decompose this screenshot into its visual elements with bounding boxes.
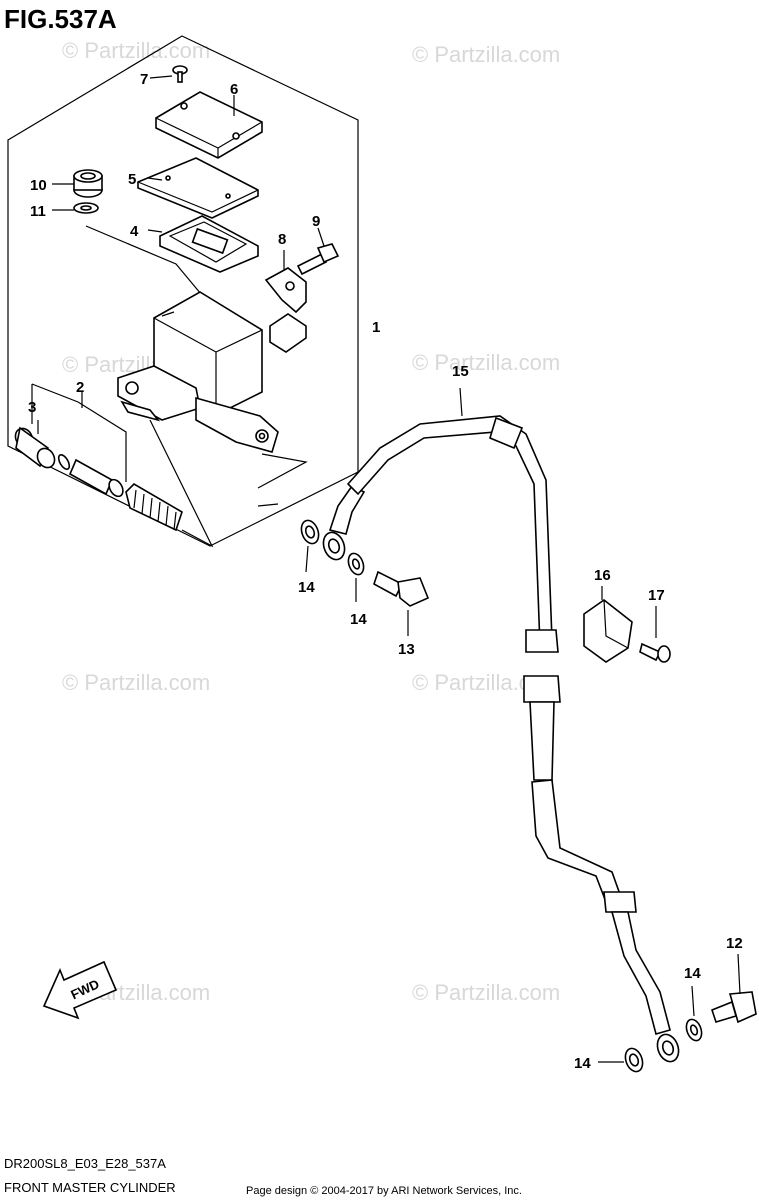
- part-9-bolt[interactable]: [296, 227, 340, 276]
- watermark: © Partzilla.com: [412, 350, 560, 375]
- figure-title: FIG.537A: [4, 4, 117, 34]
- callout-12: 12: [726, 935, 743, 952]
- part-8-clamp[interactable]: [264, 250, 307, 353]
- part-13-banjo-bolt[interactable]: [373, 570, 430, 636]
- watermark: © Partzilla.com: [412, 980, 560, 1005]
- part-10-boot[interactable]: [52, 169, 103, 198]
- part-14-washer-upper-left[interactable]: [298, 518, 321, 573]
- fwd-arrow: FWD: [42, 960, 118, 1020]
- section-name: FRONT MASTER CYLINDER: [4, 1180, 176, 1195]
- callout-2: 2: [76, 379, 84, 396]
- part-6-cap[interactable]: [155, 91, 263, 159]
- part-15-brake-hose[interactable]: [320, 387, 682, 1065]
- callout-3: 3: [28, 399, 36, 416]
- callout-14-lower-left: 14: [574, 1055, 591, 1072]
- callout-7: 7: [140, 71, 148, 88]
- watermark: © Partzilla.com: [62, 38, 210, 63]
- callout-5: 5: [128, 171, 136, 188]
- part-16-hose-clamp[interactable]: [583, 586, 633, 663]
- page-credit: Page design © 2004-2017 by ARI Network S…: [246, 1185, 522, 1197]
- callout-14-lower-right: 14: [684, 965, 701, 982]
- watermark: © Partzilla.com: [412, 42, 560, 67]
- callout-14-upper-right: 14: [350, 611, 367, 628]
- part-3-boot[interactable]: [12, 425, 71, 471]
- callout-11: 11: [30, 203, 46, 220]
- part-5-plate[interactable]: [137, 157, 259, 219]
- callout-8: 8: [278, 231, 286, 248]
- callout-4: 4: [130, 223, 139, 240]
- callout-13: 13: [398, 641, 415, 658]
- callout-6: 6: [230, 81, 238, 98]
- part-14-washer-lower-left[interactable]: [598, 1046, 646, 1074]
- callout-17: 17: [648, 587, 665, 604]
- part-4-diaphragm[interactable]: [147, 215, 259, 273]
- piston-kit-bracket: [31, 383, 127, 482]
- part-17-screw[interactable]: [639, 606, 671, 663]
- callout-9: 9: [312, 213, 320, 230]
- part-11-washer[interactable]: [52, 202, 207, 301]
- callouts: 7 6 5 10 11 9 4 8 1 15 2 3 14 16 17 14 1…: [28, 71, 743, 1072]
- part-12-banjo-bolt[interactable]: [711, 953, 757, 1024]
- callout-15: 15: [452, 363, 469, 380]
- part-14-washer-upper-right[interactable]: [346, 551, 367, 602]
- master-cylinder-body[interactable]: [117, 291, 279, 453]
- part-14-washer-lower-right[interactable]: [684, 985, 705, 1043]
- model-code: DR200SL8_E03_E28_537A: [4, 1156, 166, 1171]
- callout-10: 10: [30, 177, 47, 194]
- leader-lines: [257, 453, 308, 507]
- callout-14-upper-left: 14: [298, 579, 315, 596]
- part-2-piston[interactable]: [68, 419, 214, 548]
- callout-1: 1: [372, 319, 380, 336]
- watermark: © Partzilla.com: [62, 670, 210, 695]
- part-7-screw[interactable]: [149, 65, 188, 83]
- callout-16: 16: [594, 567, 611, 584]
